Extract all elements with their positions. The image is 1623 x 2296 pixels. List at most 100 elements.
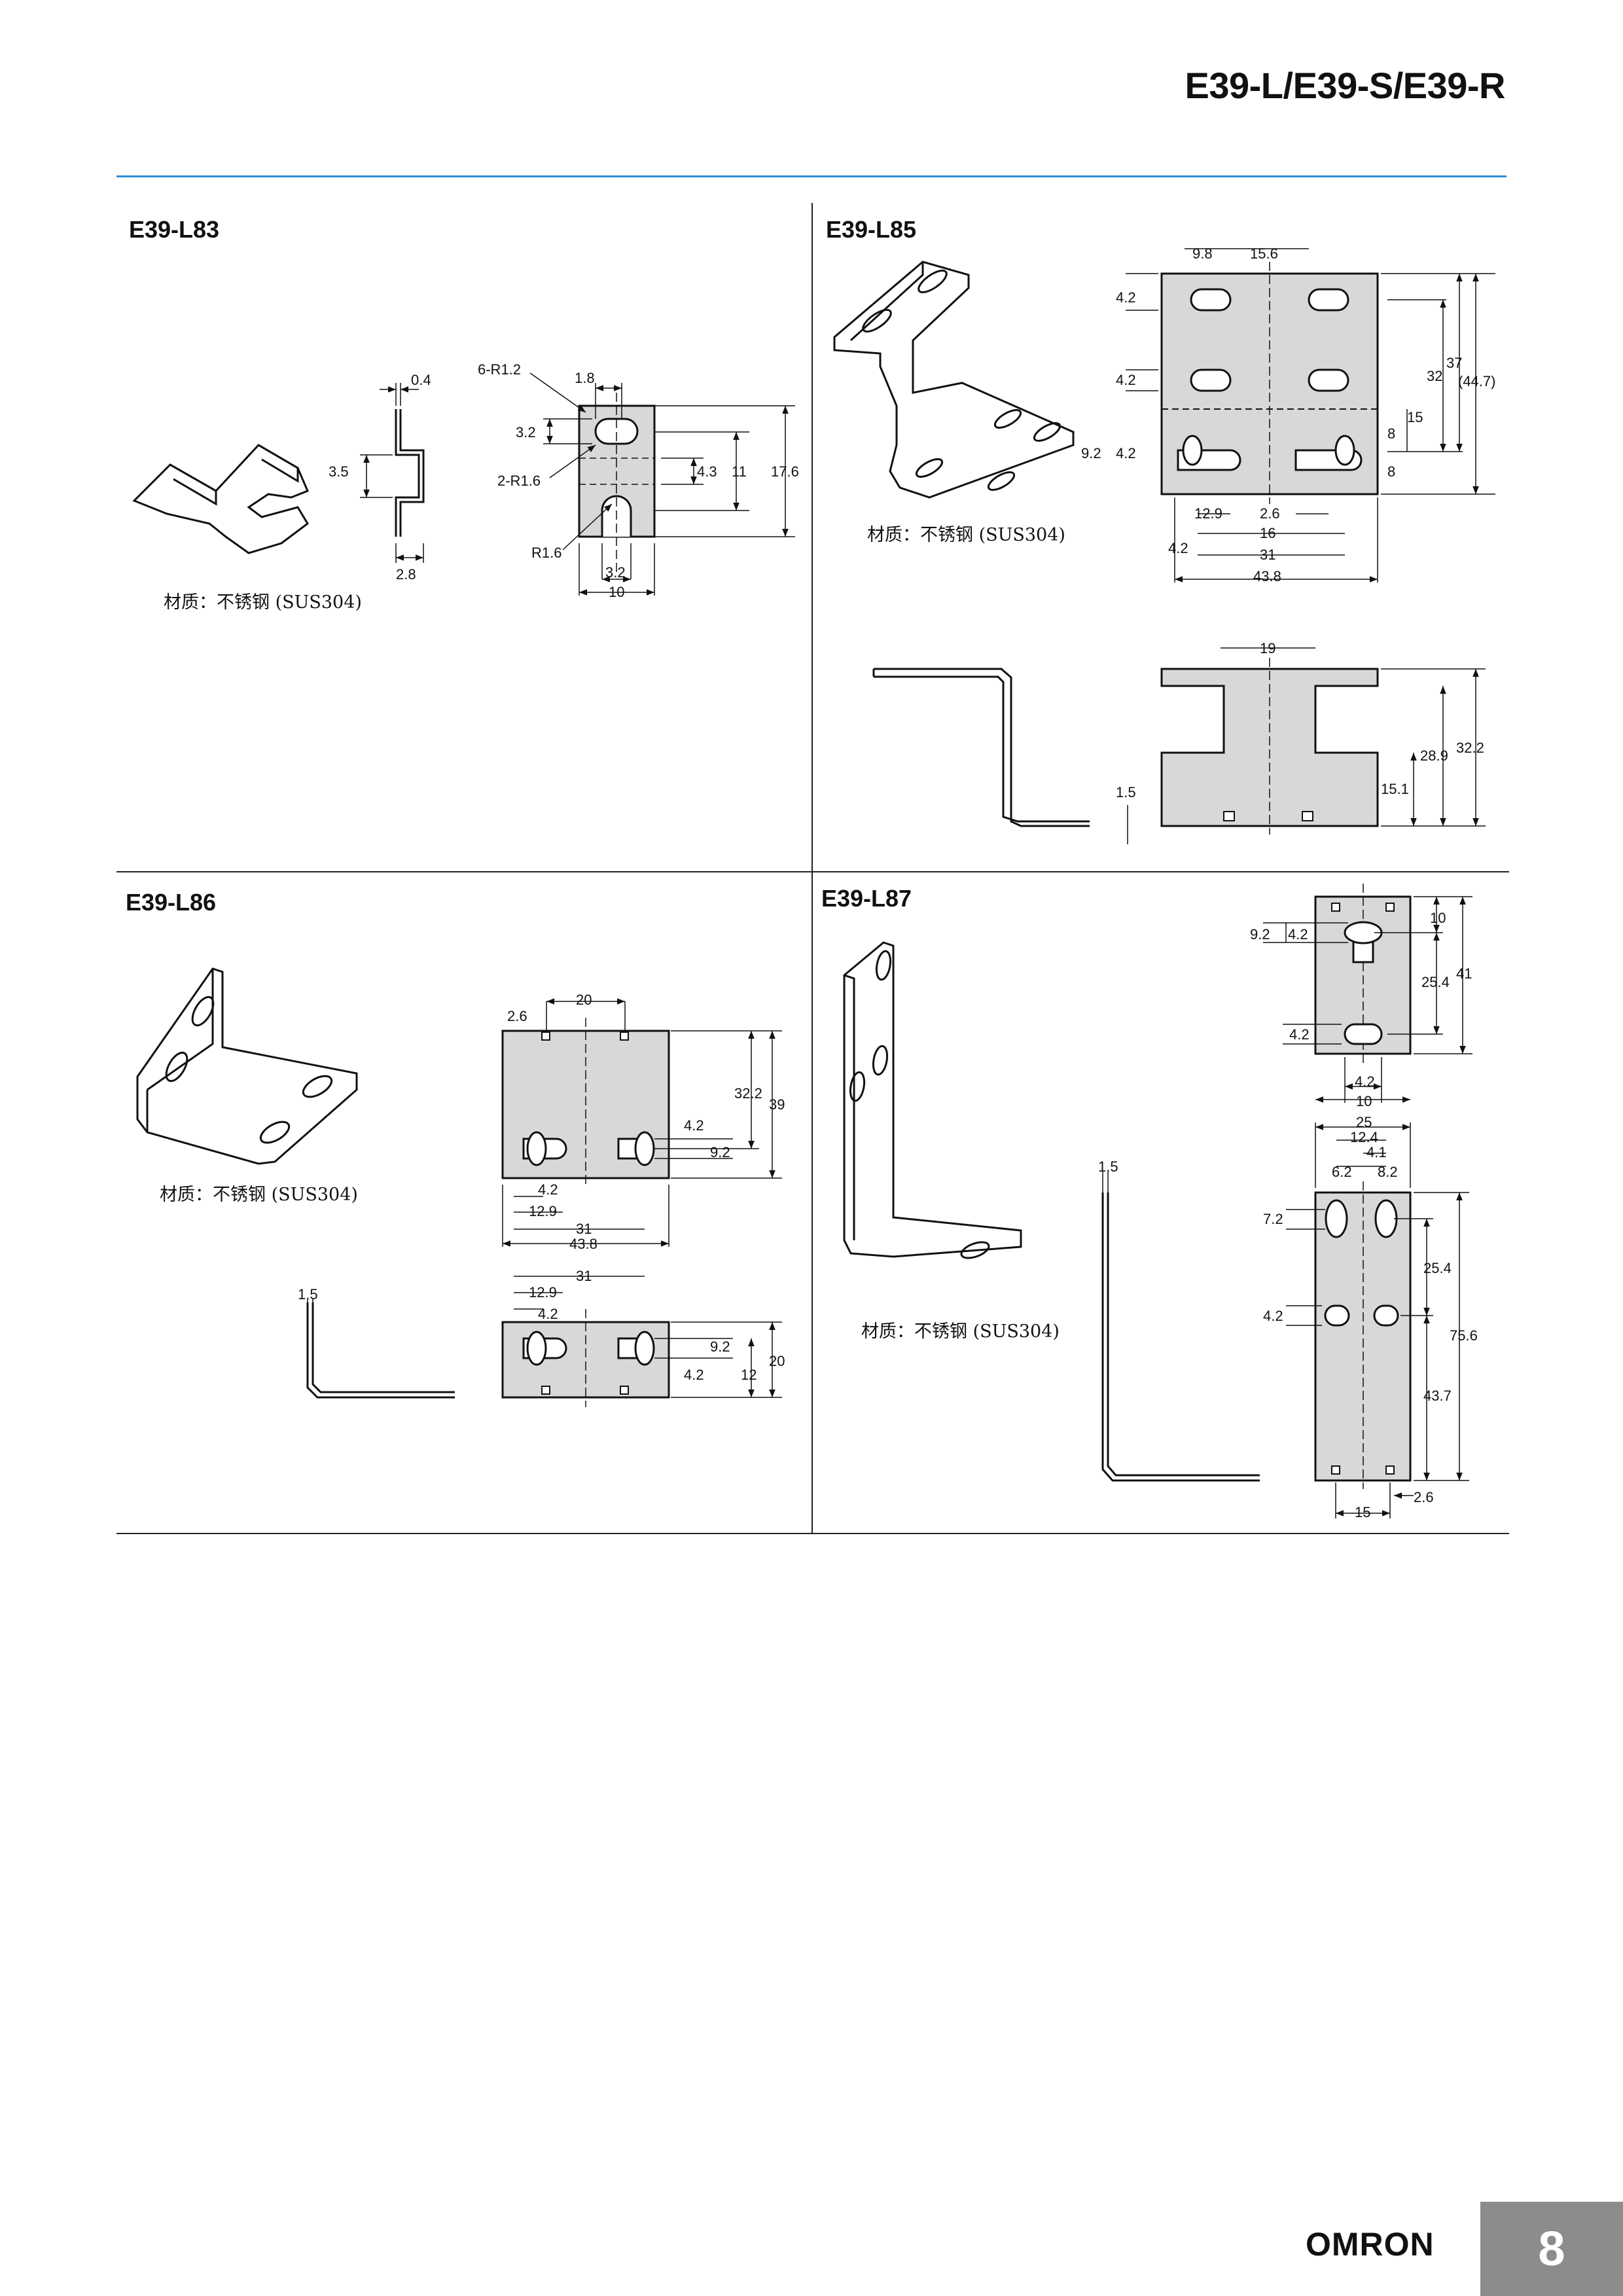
dim-label: 25.4 <box>1423 1260 1452 1276</box>
l87-front-view <box>1314 1181 1412 1489</box>
page-title: E39-L/E39-S/E39-R <box>1185 65 1506 106</box>
dim-label: 2-R1.6 <box>497 473 541 489</box>
dim-label: 1.5 <box>298 1286 318 1302</box>
dim-label: 0.4 <box>411 372 431 388</box>
dim-label: 8.2 <box>1378 1164 1398 1180</box>
l86-front-view <box>501 1018 670 1188</box>
dim-label: 4.1 <box>1366 1144 1387 1160</box>
page-number: 8 <box>1480 2202 1623 2296</box>
dim-label: 15 <box>1407 409 1423 425</box>
dim-label: 4.2 <box>1355 1073 1375 1090</box>
dim-label: 32.2 <box>734 1085 762 1102</box>
l87-side-profile <box>1101 1193 1260 1482</box>
dim-label: 15.1 <box>1381 781 1409 797</box>
dim-label: 9.2 <box>1081 445 1101 461</box>
panel-title-e39-l83: E39-L83 <box>129 216 220 243</box>
dim-label: 12.4 <box>1350 1129 1378 1145</box>
dim-label: 11 <box>732 463 747 480</box>
dim-label: 1.5 <box>1116 784 1136 800</box>
panel-title-e39-l86: E39-L86 <box>126 889 217 916</box>
dim-label: 9.2 <box>710 1144 730 1160</box>
dim-label: 43.8 <box>1253 568 1281 584</box>
dim-label: 4.2 <box>1263 1308 1283 1324</box>
dim-label: 17.6 <box>771 463 799 480</box>
dim-label: 2.6 <box>1414 1489 1434 1505</box>
dim-label: 4.2 <box>1168 540 1188 556</box>
omron-logo: OMRON <box>1306 2226 1435 2263</box>
dim-label: 15.6 <box>1250 245 1278 262</box>
dim-label: 28.9 <box>1420 747 1448 764</box>
material-note-l86: 材质：不锈钢 (SUS304) <box>160 1185 358 1205</box>
dim-label: 10 <box>609 584 624 600</box>
l85-dimension-labels: 9.8 15.6 4.2 4.2 32 37 (44.7) 15 8 8 9.2… <box>1081 245 1495 800</box>
l86-dimension-labels: 2.6 20 32.2 39 4.2 9.2 4.2 12.9 31 43.8 … <box>298 992 785 1383</box>
dim-label: 10 <box>1430 910 1446 926</box>
dim-label: 12 <box>741 1367 757 1383</box>
dim-label: 31 <box>576 1221 592 1237</box>
dim-label: 39 <box>769 1096 785 1113</box>
l86-bottom-view <box>501 1309 670 1407</box>
dim-label: 12.9 <box>529 1203 557 1219</box>
dim-label: 1.5 <box>1098 1158 1118 1175</box>
panel-divider-vertical <box>812 203 813 1533</box>
l86-isometric-bracket <box>136 967 358 1165</box>
header-rule <box>116 175 1507 177</box>
l83-dimension-labels: 0.4 3.5 2.8 6-R1.2 1.8 3.2 2-R1.6 4.3 11… <box>329 361 799 600</box>
dim-label: 4.3 <box>697 463 717 480</box>
dim-label: 75.6 <box>1450 1327 1478 1344</box>
dim-label: 4.2 <box>1116 445 1136 461</box>
l83-side-profile <box>395 409 425 537</box>
l87-isometric-bracket <box>843 941 1022 1259</box>
dim-label: 25.4 <box>1421 974 1450 990</box>
dim-label: 20 <box>576 992 592 1008</box>
dim-label: 6.2 <box>1332 1164 1352 1180</box>
material-note-l85: 材质：不锈钢 (SUS304) <box>867 525 1065 545</box>
l85-side-profile <box>872 668 1090 827</box>
dim-label: 4.2 <box>538 1306 558 1322</box>
dim-label: 16 <box>1260 525 1275 541</box>
dim-label: 15 <box>1355 1504 1370 1520</box>
l87-dimension-labels: 10 9.2 4.2 25.4 41 4.2 4.2 10 25 12.4 4.… <box>1098 910 1478 1520</box>
dim-label: 12.9 <box>1194 505 1222 522</box>
l83-dimension-lines <box>360 372 795 596</box>
dim-label: 19 <box>1260 640 1275 656</box>
l83-front-view <box>578 393 656 576</box>
dim-label: 6-R1.2 <box>478 361 521 378</box>
l86-side-profile <box>306 1302 455 1399</box>
dim-label: 2.6 <box>1260 505 1280 522</box>
l83-isometric-bracket <box>132 444 309 554</box>
dim-label: 12.9 <box>529 1284 557 1300</box>
dim-label: (44.7) <box>1458 373 1495 389</box>
dim-label: 3.2 <box>516 424 536 440</box>
l86-dimension-lines <box>307 998 782 1398</box>
dim-label: 3.2 <box>605 564 626 581</box>
l85-bottom-view <box>1160 658 1379 834</box>
material-note-l87: 材质：不锈钢 (SUS304) <box>861 1321 1060 1342</box>
dim-label: 1.8 <box>575 370 595 386</box>
dim-label: R1.6 <box>531 545 562 561</box>
dim-label: 10 <box>1356 1093 1372 1109</box>
dim-label: 8 <box>1387 425 1395 442</box>
dim-label: 4.2 <box>1288 926 1308 942</box>
l85-dimension-lines <box>1126 248 1495 844</box>
dim-label: 31 <box>576 1268 592 1284</box>
dim-label: 3.5 <box>329 463 349 480</box>
dim-label: 32 <box>1427 368 1442 384</box>
dim-label: 9.8 <box>1192 245 1213 262</box>
dim-label: 2.6 <box>507 1008 527 1024</box>
dim-label: 25 <box>1356 1114 1372 1130</box>
dim-label: 4.2 <box>1116 372 1136 388</box>
dim-label: 37 <box>1446 355 1462 371</box>
dim-label: 31 <box>1260 547 1275 563</box>
material-note-l83: 材质：不锈钢 (SUS304) <box>164 592 362 613</box>
l85-isometric-bracket <box>833 260 1075 499</box>
panel-divider-bottom <box>116 1533 1509 1534</box>
dim-label: 4.2 <box>684 1367 704 1383</box>
l85-front-view <box>1160 262 1379 504</box>
panel-title-e39-l87: E39-L87 <box>821 885 912 912</box>
dim-label: 43.8 <box>569 1236 597 1252</box>
dim-label: 4.2 <box>1289 1026 1310 1043</box>
panel-divider-middle <box>116 871 1509 872</box>
dim-label: 4.2 <box>684 1117 704 1134</box>
